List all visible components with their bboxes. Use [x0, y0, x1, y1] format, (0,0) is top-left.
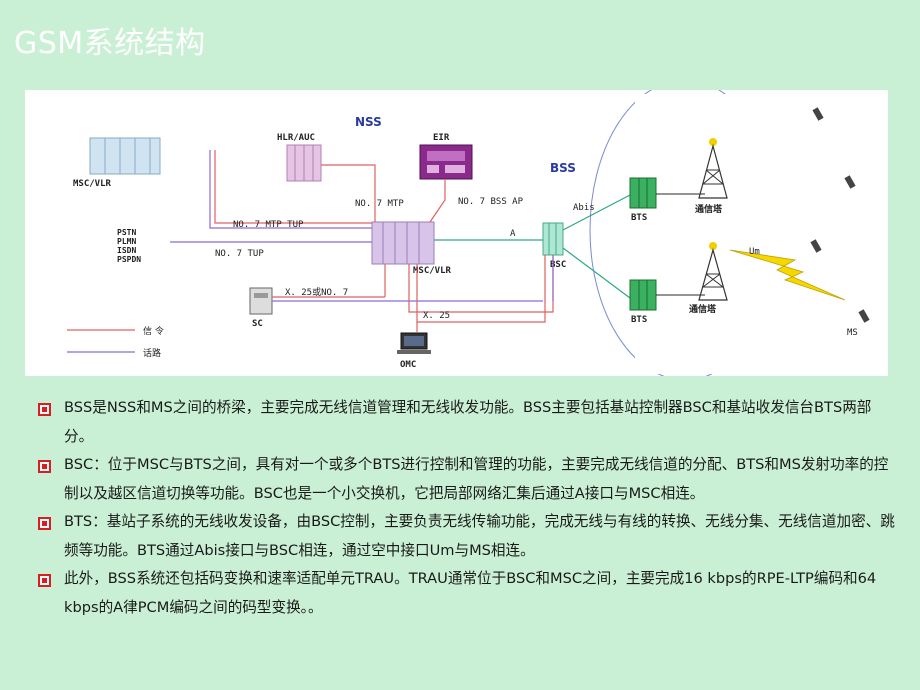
bullet-text: BSC：位于MSC与BTS之间，具有对一个或多个BTS进行控制和管理的功能，主要…	[64, 456, 889, 502]
square-bullet-icon	[38, 460, 51, 473]
square-bullet-icon	[38, 574, 51, 587]
eir-label: EIR	[433, 133, 450, 143]
bts-1-equipment	[629, 177, 657, 209]
network-isdn: ISDN	[117, 246, 136, 255]
network-plmn: PLMN	[117, 237, 136, 246]
msc-vlr-center-label: MSC/VLR	[413, 266, 452, 276]
square-bullet-icon	[38, 403, 51, 416]
network-pstn: PSTN	[117, 228, 136, 237]
signal-line-msc-left	[214, 150, 372, 224]
msc-vlr-center-equipment	[371, 221, 435, 265]
signal-line-hlr	[321, 164, 376, 222]
bullet-text: 此外，BSS系统还包括码变换和速率适配单元TRAU。TRAU通常位于BSC和MS…	[64, 570, 877, 616]
hlr-auc-label: HLR/AUC	[277, 133, 315, 143]
abis-line-1	[562, 194, 631, 231]
bullet-item: BSC：位于MSC与BTS之间，具有对一个或多个BTS进行控制和管理的功能，主要…	[38, 451, 898, 508]
tower-1-icon	[698, 138, 728, 199]
tower-1-label: 通信塔	[695, 203, 723, 215]
omc-label: OMC	[400, 360, 416, 370]
signal-line-eir	[429, 179, 446, 223]
um-label: Um	[749, 247, 760, 257]
bullet-text: BTS：基站子系统的无线收发设备，由BSC控制，主要负责无线传输功能，完成无线与…	[64, 513, 895, 559]
network-pspdn: PSPDN	[117, 255, 141, 264]
mobile-phone-icons	[810, 107, 870, 323]
bullet-text: BSS是NSS和MS之间的桥梁，主要完成无线信道管理和无线收发功能。BSS主要包…	[64, 399, 872, 445]
no7-tup-label: NO. 7 TUP	[215, 249, 264, 259]
phone-icon	[858, 309, 870, 323]
hlr-auc-equipment	[286, 144, 322, 182]
phone-icon	[812, 107, 824, 121]
bullet-item: BSS是NSS和MS之间的桥梁，主要完成无线信道管理和无线收发功能。BSS主要包…	[38, 394, 898, 451]
bullet-item: 此外，BSS系统还包括码变换和速率适配单元TRAU。TRAU通常位于BSC和MS…	[38, 565, 898, 622]
gsm-architecture-diagram: NSS BSS MSC/VLR HLR/AUC EIR	[25, 90, 888, 376]
voice-line-msc-left	[209, 150, 372, 229]
sc-label: SC	[252, 319, 263, 329]
a-interface-label: A	[510, 229, 516, 239]
legend-signal-label: 信 令	[143, 325, 164, 337]
msc-vlr-left-label: MSC/VLR	[73, 179, 112, 189]
sc-equipment	[249, 287, 273, 315]
abis-line-2	[562, 247, 631, 299]
no7-mtp-label: NO. 7 MTP	[355, 199, 404, 209]
bullet-list: BSS是NSS和MS之间的桥梁，主要完成无线信道管理和无线收发功能。BSS主要包…	[38, 394, 898, 622]
bss-label: BSS	[550, 161, 576, 175]
no7-bss-ap-label: NO. 7 BSS AP	[458, 197, 524, 207]
eir-equipment	[419, 144, 473, 180]
omc-computer-icon	[397, 332, 431, 354]
bsc-label: BSC	[550, 260, 566, 270]
x25-no7-label: X. 25或NO. 7	[285, 286, 348, 298]
square-bullet-icon	[38, 517, 51, 530]
ms-label: MS	[847, 328, 858, 338]
bsc-equipment	[542, 222, 564, 256]
bss-area-mask	[635, 94, 885, 374]
phone-icon	[810, 239, 822, 253]
bullet-item: BTS：基站子系统的无线收发设备，由BSC控制，主要负责无线传输功能，完成无线与…	[38, 508, 898, 565]
diagram-canvas: NSS BSS MSC/VLR HLR/AUC EIR	[67, 90, 885, 376]
no7-mtp-tup-label: NO. 7 MTP TUP	[233, 220, 304, 230]
bts-2-equipment	[629, 279, 657, 311]
nss-label: NSS	[355, 115, 382, 129]
omc-signal-line	[416, 255, 546, 323]
um-lightning-icon	[729, 249, 846, 301]
abis-label: Abis	[573, 203, 595, 213]
tower-2-label: 通信塔	[689, 303, 717, 315]
bts-2-label: BTS	[631, 315, 647, 325]
msc-vlr-left-equipment	[89, 137, 161, 175]
legend-voice-label: 话路	[143, 347, 161, 359]
bts-1-label: BTS	[631, 213, 647, 223]
tower-2-icon	[698, 242, 728, 301]
x25-label: X. 25	[423, 311, 450, 321]
phone-icon	[844, 175, 856, 189]
page-title: GSM系统结构	[14, 26, 206, 61]
